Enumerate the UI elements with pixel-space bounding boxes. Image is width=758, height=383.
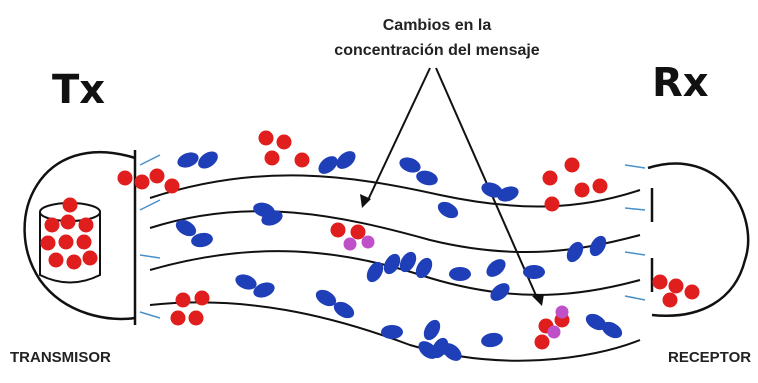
red-molecule [45,218,60,233]
red-molecule [663,293,678,308]
blue-molecule [480,331,504,349]
red-molecule [83,251,98,266]
red-molecule [351,225,366,240]
blue-molecule [435,198,461,221]
red-molecule [67,255,82,270]
red-molecule [575,183,590,198]
annotation-line-2: concentración del mensaje [334,42,540,59]
red-molecule [41,236,56,251]
red-molecule [189,311,204,326]
red-molecule [49,253,64,268]
red-molecule [165,179,180,194]
pink-molecule [362,236,375,249]
red-molecule [331,223,346,238]
receiver-receptors [625,165,645,300]
red-molecule [77,235,92,250]
red-molecule [79,218,94,233]
blue-molecule [523,265,545,279]
red-molecule [176,293,191,308]
red-molecule [265,151,280,166]
red-molecule [150,169,165,184]
red-molecule [295,153,310,168]
rx-label: Rx [652,60,709,106]
red-molecule [653,275,668,290]
red-molecule [171,311,186,326]
red-molecule [259,131,274,146]
pink-molecule [556,306,569,319]
arrowhead-right [532,294,544,306]
red-molecule [59,235,74,250]
red-molecule [545,197,560,212]
tx-label: Tx [52,67,105,113]
red-molecule [63,198,78,213]
blue-molecule [483,256,509,281]
red-molecule [135,175,150,190]
pink-molecule [548,326,561,339]
red-molecule [535,335,550,350]
red-molecule [118,171,133,186]
receiver-label: RECEPTOR [668,349,751,366]
red-molecule [685,285,700,300]
red-molecule [669,279,684,294]
blue-molecule [563,239,586,265]
blue-molecule [381,325,403,339]
red-molecule [565,158,580,173]
red-molecule [195,291,210,306]
transmitter-label: TRANSMISOR [10,349,111,366]
red-molecule [61,215,76,230]
blue-molecule [195,148,221,172]
blue-molecule [363,259,386,285]
blue-molecule [449,267,471,281]
red-molecule [543,171,558,186]
annotation-line-1: Cambios en la [383,17,492,34]
blue-molecule [175,150,200,171]
red-molecule [277,135,292,150]
red-molecule [593,179,608,194]
blue-molecule [415,168,440,187]
pink-molecule [344,238,357,251]
